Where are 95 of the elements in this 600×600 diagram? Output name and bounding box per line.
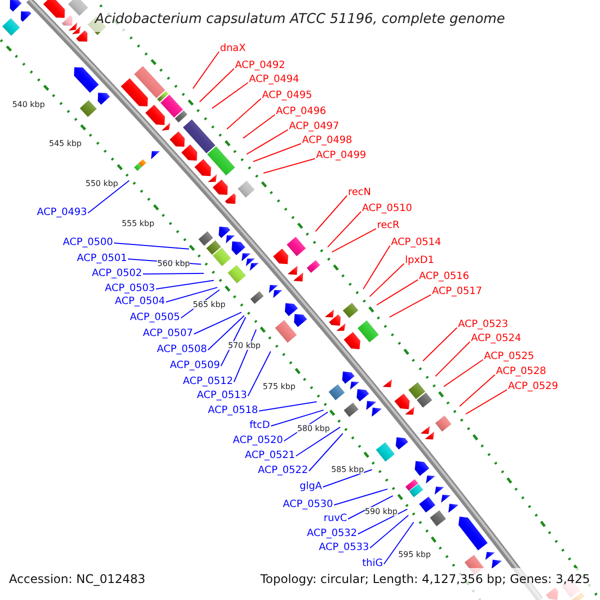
leader-line xyxy=(246,129,288,155)
leader-line xyxy=(114,242,190,250)
leader-line xyxy=(358,508,408,534)
scale-label: 585 kbp xyxy=(331,465,364,474)
gene-label: ACP_0522 xyxy=(258,465,308,477)
gene-label: ACP_0533 xyxy=(318,542,369,554)
gene-label: ACP_0512 xyxy=(182,376,233,388)
leader-line xyxy=(242,114,276,139)
gene-label: ACP_0532 xyxy=(306,528,357,540)
leader-line xyxy=(88,180,130,214)
leader-line xyxy=(370,514,409,548)
gene-label: dnaX xyxy=(220,43,246,55)
leader-line xyxy=(142,272,204,274)
scale-label: 580 kbp xyxy=(297,424,330,432)
gene-label: ACP_0503 xyxy=(104,283,155,295)
gene-label: ACP_0492 xyxy=(235,60,286,72)
leader-line xyxy=(156,280,214,290)
scale-label: 575 kbp xyxy=(262,382,296,391)
leader-line xyxy=(308,432,344,472)
leader-line xyxy=(166,286,218,302)
leader-line xyxy=(322,469,372,488)
leader-line xyxy=(192,51,220,90)
scale-label: 555 kbp xyxy=(122,218,154,228)
leader-line xyxy=(208,315,245,350)
gene-label: ACP_0493 xyxy=(36,207,87,219)
leader-line xyxy=(194,312,242,334)
scale-label: 550 kbp xyxy=(86,178,118,188)
gene-label: ACP_0513 xyxy=(196,390,247,402)
gene-label: ACP_0496 xyxy=(276,106,326,118)
gene-label: recR xyxy=(377,220,400,232)
leader-line xyxy=(334,488,388,506)
gene-label: glgA xyxy=(300,481,322,493)
gene-label: ACP_0495 xyxy=(262,90,312,102)
scale-label: 540 kbp xyxy=(12,100,45,109)
gene-label: ACP_0500 xyxy=(62,237,113,249)
gene-label: ACP_0504 xyxy=(114,296,165,308)
gene-label: ACP_0514 xyxy=(391,237,442,249)
leader-line xyxy=(258,401,318,412)
leader-line xyxy=(348,495,394,520)
gene-label: thiG xyxy=(362,558,383,570)
leader-line xyxy=(212,82,248,109)
gene-label: recN xyxy=(348,187,372,199)
gene-label: ACP_0517 xyxy=(432,286,482,298)
leader-line xyxy=(226,98,262,130)
gene-label: ruvC xyxy=(324,513,347,525)
scale-label: 545 kbp xyxy=(49,139,82,148)
gene-label: ACP_0499 xyxy=(316,150,366,162)
gene-label: lpxD1 xyxy=(405,255,434,267)
gene-label: ACP_0510 xyxy=(362,203,412,215)
gene-label: ACP_0494 xyxy=(249,74,300,86)
leader-line xyxy=(262,158,316,174)
gene-label: ACP_0501 xyxy=(76,253,127,265)
leader-line xyxy=(459,374,496,407)
leader-line xyxy=(327,211,362,248)
gene-label: ACP_0507 xyxy=(142,328,193,340)
gene-label: ACP_0498 xyxy=(302,135,352,147)
gene-label: ACP_0505 xyxy=(130,312,180,324)
footer-text: Topology: circular; Length: 4,127,356 bp; Genes: 3,425 xyxy=(257,568,593,600)
gene-label: ACP_0530 xyxy=(282,499,333,511)
gene-label: ACP_0508 xyxy=(156,344,207,356)
gene-label: ACP_0518 xyxy=(208,405,258,417)
leader-line xyxy=(331,228,376,253)
gene-label: ftcD xyxy=(250,420,270,432)
gene-label: ACP_0528 xyxy=(496,366,546,378)
leader-line xyxy=(315,195,348,232)
leader-line xyxy=(434,341,470,377)
gene-label: ACP_0521 xyxy=(244,450,295,462)
leader-line xyxy=(376,279,418,306)
gene-label: ACP_0524 xyxy=(471,333,522,345)
leader-line xyxy=(422,327,458,362)
gene-label: ACP_0502 xyxy=(92,268,142,280)
leader-line xyxy=(362,245,390,290)
leader-line xyxy=(465,389,508,415)
gene-label: ACP_0525 xyxy=(484,351,534,363)
leader-line xyxy=(443,359,484,388)
gene-label: ACP_0497 xyxy=(289,121,340,133)
gene-label: ACP_0520 xyxy=(232,435,283,447)
scale-label: 565 kbp xyxy=(192,300,226,309)
gene-label: ACP_0529 xyxy=(508,381,558,393)
leader-line xyxy=(296,426,341,456)
leader-line xyxy=(199,68,234,102)
gene-label: ACP_0509 xyxy=(170,360,220,372)
scale-label: 595 kbp xyxy=(398,550,431,559)
leader-line xyxy=(270,410,324,426)
leader-line xyxy=(389,294,432,318)
leader-line xyxy=(369,263,404,298)
leader-line xyxy=(384,522,414,564)
scale-label: 590 kbp xyxy=(364,507,398,516)
gene-label: ACP_0523 xyxy=(458,319,508,331)
scale-label: 560 kbp xyxy=(157,259,190,268)
scale-label: 570 kbp xyxy=(228,340,261,350)
leader-line xyxy=(252,143,302,162)
leader-line xyxy=(234,329,257,382)
leader-line xyxy=(248,350,272,396)
gene-label: ACP_0516 xyxy=(419,271,470,283)
